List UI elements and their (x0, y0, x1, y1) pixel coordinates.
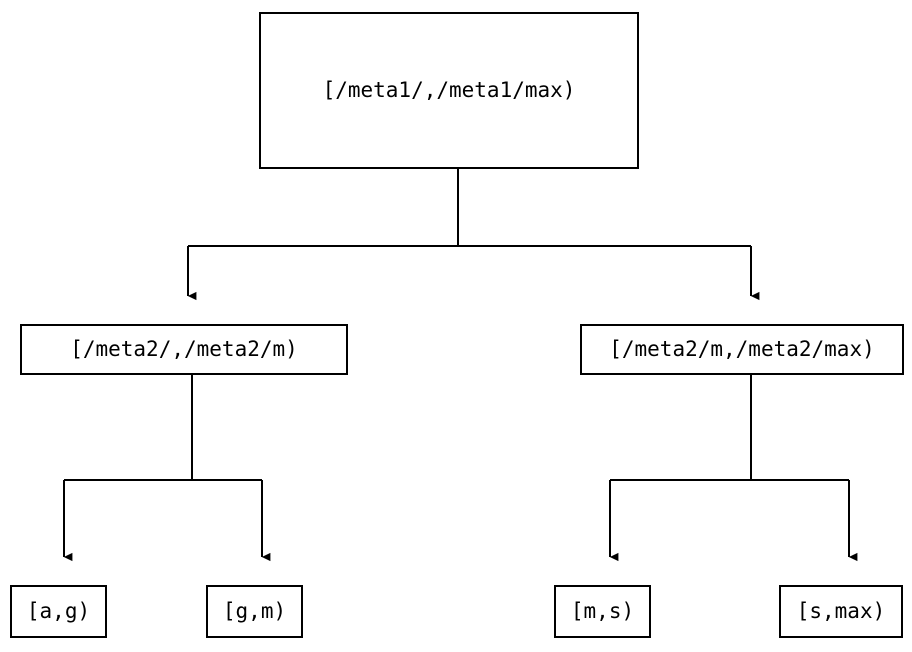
node-leaf-gm-label: [g,m) (222, 599, 287, 623)
node-leaf-smax[interactable]: [s,max) (779, 585, 903, 638)
node-leaf-smax-label: [s,max) (796, 599, 886, 623)
edge-meta2high-to-leaves (609, 375, 858, 562)
node-meta2-high-label: [/meta2/m,/meta2/max) (609, 337, 875, 361)
node-leaf-ms[interactable]: [m,s) (554, 585, 651, 638)
node-leaf-ms-label: [m,s) (570, 599, 635, 623)
node-meta2-low[interactable]: [/meta2/,/meta2/m) (20, 324, 348, 375)
edge-root-to-children (187, 169, 760, 301)
node-leaf-ag-label: [a,g) (26, 599, 91, 623)
node-root-label: [/meta1/,/meta1/max) (322, 78, 576, 102)
edge-meta2low-to-leaves (63, 375, 271, 562)
node-leaf-ag[interactable]: [a,g) (10, 585, 107, 638)
node-meta2-low-label: [/meta2/,/meta2/m) (70, 337, 298, 361)
node-root[interactable]: [/meta1/,/meta1/max) (259, 12, 639, 169)
node-leaf-gm[interactable]: [g,m) (206, 585, 303, 638)
node-meta2-high[interactable]: [/meta2/m,/meta2/max) (580, 324, 904, 375)
